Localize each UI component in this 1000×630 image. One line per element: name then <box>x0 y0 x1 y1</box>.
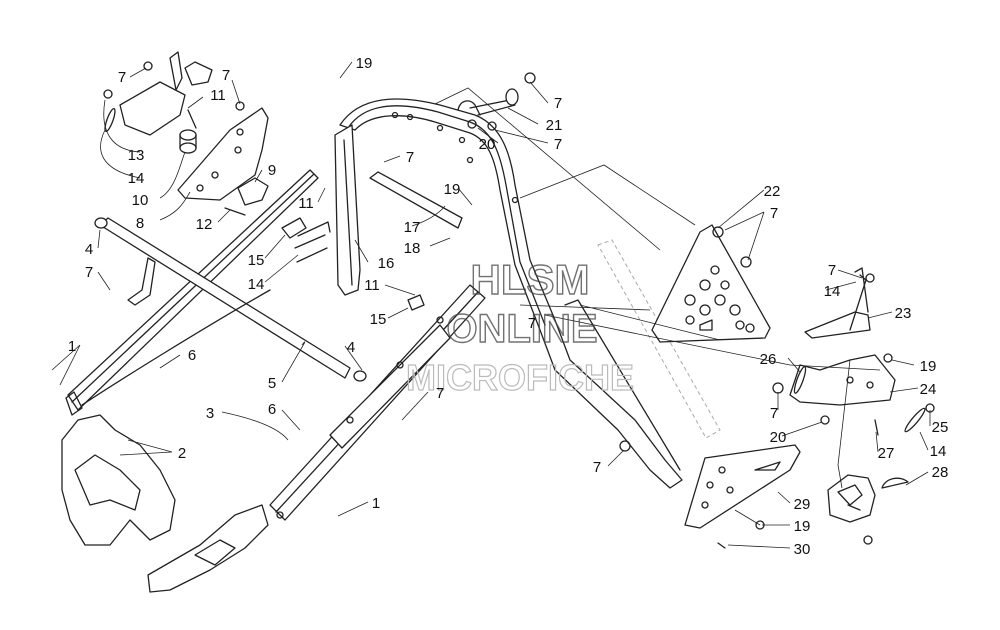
callout-label: 4 <box>347 339 355 356</box>
callout-label: 11 <box>298 195 314 212</box>
callout-label: 11 <box>210 87 226 104</box>
watermark-line1: HLSM <box>471 256 590 303</box>
callout-label: 6 <box>268 401 276 418</box>
callout-leaders <box>51 61 931 549</box>
callout-label: 19 <box>444 181 461 198</box>
callout-label: 27 <box>878 445 895 462</box>
callout-label: 7 <box>528 315 536 332</box>
callout-label: 19 <box>920 358 937 375</box>
module-28 <box>827 474 909 545</box>
callout-label: 7 <box>118 69 126 86</box>
callout-label: 29 <box>794 496 811 513</box>
rear-tubes <box>564 239 721 471</box>
callout-label: 22 <box>764 183 781 200</box>
callout-label: 5 <box>268 375 276 392</box>
callout-label: 19 <box>356 55 373 72</box>
callout-label: 7 <box>770 205 778 222</box>
watermark: HLSM ONLINE MICROFICHE <box>405 255 634 398</box>
callout-label: 7 <box>436 385 444 402</box>
callout-label: 13 <box>128 147 145 164</box>
watermark-line3: MICROFICHE <box>406 357 634 398</box>
callout-label: 28 <box>932 464 949 481</box>
callout-label: 7 <box>593 459 601 476</box>
callout-label: 1 <box>68 338 76 355</box>
callout-label: 17 <box>404 219 421 236</box>
left-rails <box>65 169 486 521</box>
callout-label: 4 <box>85 241 93 258</box>
callout-label: 7 <box>406 149 414 166</box>
plate-29 <box>619 440 801 549</box>
callout-label: 14 <box>128 170 145 187</box>
callout-label: 16 <box>378 255 395 272</box>
callout-label: 15 <box>370 311 387 328</box>
watermark-line2: ONLINE <box>446 307 597 351</box>
callout-label: 19 <box>794 518 811 535</box>
callout-labels: 7 7 11 13 14 10 8 9 12 11 19 7 17 18 19 … <box>68 55 949 558</box>
callout-label: 7 <box>85 264 93 281</box>
callout-label: 8 <box>136 215 144 232</box>
callout-label: 1 <box>372 495 380 512</box>
callout-label: 15 <box>248 252 265 269</box>
callout-label: 20 <box>479 136 496 153</box>
callout-label: 7 <box>222 67 230 84</box>
callout-label: 26 <box>760 351 777 368</box>
callout-label: 2 <box>178 445 186 462</box>
callout-label: 25 <box>932 419 949 436</box>
callout-label: 14 <box>248 276 265 293</box>
callout-label: 18 <box>404 240 421 257</box>
roll-hoop <box>281 98 683 489</box>
callout-label: 30 <box>794 541 811 558</box>
callout-label: 23 <box>895 305 912 322</box>
callout-label: 10 <box>132 192 149 209</box>
callout-label: 14 <box>930 443 947 460</box>
assembly-lines <box>434 87 881 526</box>
chassis-frame <box>61 414 269 593</box>
bracket-23-24 <box>772 267 935 436</box>
callout-label: 7 <box>770 405 778 422</box>
callout-label: 9 <box>268 162 276 179</box>
callout-label: 14 <box>824 283 841 300</box>
callout-label: 3 <box>206 405 214 422</box>
callout-label: 11 <box>364 277 380 294</box>
hardware-21 <box>457 72 536 131</box>
callout-label: 12 <box>196 216 213 233</box>
plate-22 <box>651 224 771 343</box>
callout-label: 7 <box>828 262 836 279</box>
callout-label: 20 <box>770 429 787 446</box>
callout-label: 21 <box>546 117 563 134</box>
relay-bracket-assembly <box>103 51 269 216</box>
callout-label: 7 <box>554 95 562 112</box>
callout-label: 7 <box>554 136 562 153</box>
callout-label: 6 <box>188 347 196 364</box>
callout-label: 24 <box>920 381 937 398</box>
